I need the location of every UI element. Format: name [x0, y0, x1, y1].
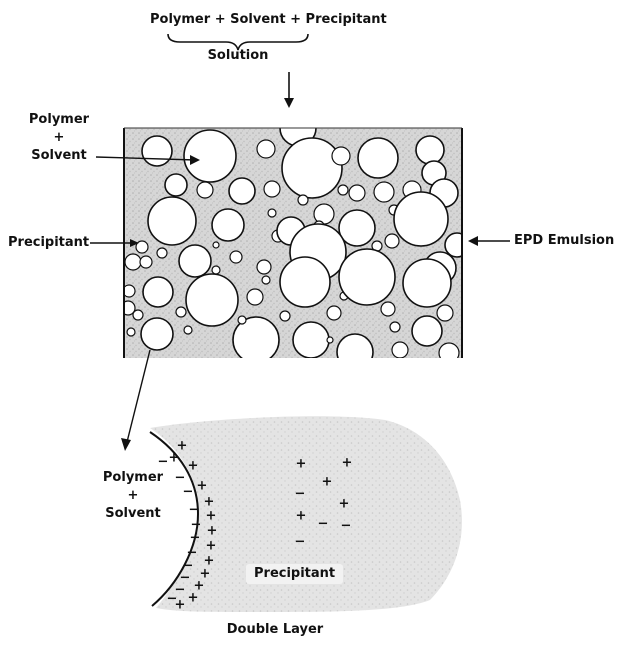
negative-charge-sign: −: [295, 536, 306, 549]
negative-charge-sign: −: [190, 532, 201, 545]
emulsion-droplet: [133, 310, 143, 320]
positive-charge-sign: +: [197, 480, 208, 493]
emulsion-droplet: [327, 306, 341, 320]
positive-charge-sign: +: [342, 457, 353, 470]
emulsion-droplet: [412, 316, 442, 346]
emulsion-droplet: [338, 185, 348, 195]
emulsion-box: [121, 110, 473, 370]
emulsion-droplet: [176, 307, 186, 317]
emulsion-droplet: [247, 289, 263, 305]
negative-charge-sign: −: [341, 520, 352, 533]
detail-plus-label: +: [96, 488, 170, 504]
negative-charge-sign: −: [183, 486, 194, 499]
emulsion-droplet: [374, 182, 394, 202]
emulsion-droplet: [358, 138, 398, 178]
emulsion-droplet: [339, 249, 395, 305]
emulsion-droplet: [179, 245, 211, 277]
emulsion-droplet: [268, 209, 276, 217]
emulsion-droplet: [282, 138, 342, 198]
detail-polymer-label: Polymer: [96, 470, 170, 486]
emulsion-droplet: [143, 277, 173, 307]
negative-charge-sign: −: [318, 518, 329, 531]
emulsion-droplet: [184, 326, 192, 334]
positive-charge-sign: +: [207, 525, 218, 538]
positive-charge-sign: +: [175, 599, 186, 612]
emulsion-droplet: [293, 322, 329, 358]
negative-charge-sign: −: [189, 504, 200, 517]
emulsion-droplet: [257, 260, 271, 274]
emulsion-droplet: [298, 195, 308, 205]
emulsion-droplet: [381, 302, 395, 316]
negative-charge-sign: −: [158, 456, 169, 469]
emulsion-droplet: [390, 322, 400, 332]
emulsion-droplet: [327, 337, 333, 343]
emulsion-droplet: [127, 328, 135, 336]
double-layer-caption: Double Layer: [220, 622, 330, 638]
positive-charge-sign: +: [322, 476, 333, 489]
positive-charge-sign: +: [206, 540, 217, 553]
emulsion-droplet: [213, 242, 219, 248]
emulsion-solvent-label: Solvent: [22, 148, 96, 164]
emulsion-droplet: [148, 197, 196, 245]
solution-label: Solution: [200, 48, 276, 64]
emulsion-droplet: [467, 357, 473, 363]
negative-charge-sign: −: [295, 488, 306, 501]
emulsion-droplet: [212, 209, 244, 241]
emulsion-droplet: [142, 136, 172, 166]
emulsion-droplet: [125, 254, 141, 270]
emulsion-droplet: [157, 248, 167, 258]
emulsion-droplet: [212, 266, 220, 274]
positive-charge-sign: +: [339, 498, 350, 511]
emulsion-droplet: [445, 233, 469, 257]
emulsion-plus-label: +: [22, 130, 96, 146]
emulsion-droplet: [257, 140, 275, 158]
positive-charge-sign: +: [296, 510, 307, 523]
emulsion-droplet: [416, 136, 444, 164]
positive-charge-sign: +: [188, 592, 199, 605]
emulsion-droplet: [403, 259, 451, 307]
emulsion-droplet: [230, 251, 242, 263]
positive-charge-sign: +: [204, 496, 215, 509]
emulsion-droplet: [349, 185, 365, 201]
positive-charge-sign: +: [296, 458, 307, 471]
emulsion-droplet: [140, 256, 152, 268]
emulsion-droplet: [439, 343, 459, 363]
emulsion-droplet: [264, 181, 280, 197]
emulsion-droplet: [262, 276, 270, 284]
emulsion-droplet: [337, 334, 373, 370]
emulsion-droplet: [394, 192, 448, 246]
solution-formula: Polymer + Solvent + Precipitant: [150, 12, 440, 28]
emulsion-droplet: [197, 182, 213, 198]
emulsion-droplet: [229, 178, 255, 204]
emulsion-droplet: [280, 257, 330, 307]
positive-charge-sign: +: [169, 452, 180, 465]
emulsion-droplet: [385, 234, 399, 248]
emulsion-droplet: [186, 274, 238, 326]
epd-emulsion-label: EPD Emulsion: [514, 233, 614, 249]
emulsion-precipitant-label: Precipitant: [8, 235, 89, 251]
emulsion-droplet: [238, 316, 246, 324]
emulsion-droplet: [332, 147, 350, 165]
positive-charge-sign: +: [188, 460, 199, 473]
emulsion-droplet: [280, 311, 290, 321]
emulsion-polymer-label: Polymer: [22, 112, 96, 128]
emulsion-droplet: [141, 318, 173, 350]
positive-charge-sign: +: [206, 510, 217, 523]
magnify-line: [126, 350, 150, 446]
detail-solvent-label: Solvent: [96, 506, 170, 522]
emulsion-droplet: [437, 305, 453, 321]
feed-arrow-head: [284, 98, 294, 108]
detail-precipitant-label: Precipitant: [246, 564, 343, 584]
emulsion-droplet: [165, 174, 187, 196]
negative-charge-sign: −: [175, 472, 186, 485]
emulsion-droplet: [392, 342, 408, 358]
